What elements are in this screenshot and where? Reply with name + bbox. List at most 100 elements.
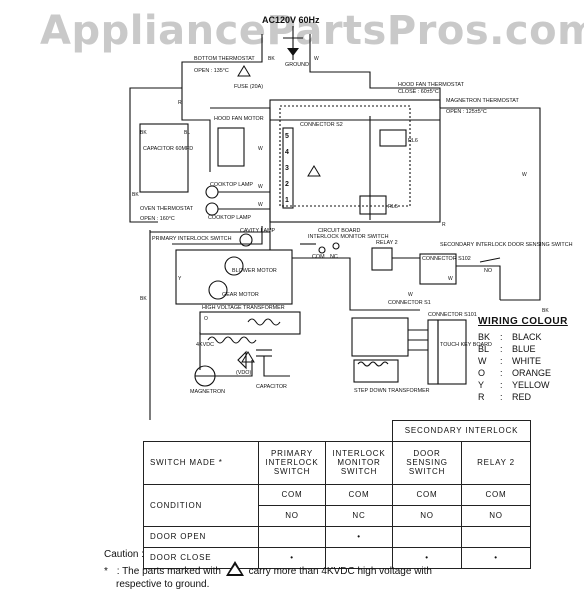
watermark: AppliancePartsPros.com [40, 8, 584, 54]
caution-note: Caution : * : The parts marked with carr… [104, 548, 432, 591]
cooktop-lamp-1-label: COOKTOP LAMP [210, 182, 253, 188]
no-label: NO [484, 268, 492, 274]
legend-colour: BLACK [512, 332, 542, 342]
state-mark [258, 525, 326, 548]
schematic-wires [129, 26, 541, 420]
relay-rl6-label: RL6 [408, 138, 418, 144]
nc-label: NC [330, 254, 338, 260]
legend-colour: WHITE [512, 356, 541, 366]
high-voltage-transformer-label: HIGH VOLTAGE TRANSFORMER [202, 305, 285, 311]
wire-code: BL [184, 130, 190, 136]
column-header: DOOR SENSING SWITCH [392, 440, 462, 485]
secondary-interlock-header: SECONDARY INTERLOCK [392, 420, 531, 442]
column-header: RELAY 2 [461, 440, 531, 485]
connector-s101-label: CONNECTOR S101 [428, 312, 477, 318]
legend-code: BL [478, 344, 490, 354]
contact-type: NO [392, 504, 462, 527]
contact-com: COM [258, 483, 326, 506]
voltage-4kvdc-label: 4KVDC [196, 342, 214, 348]
wire-code: W [408, 292, 413, 298]
legend-code: BK [478, 332, 491, 342]
terminal-1: 1 [285, 197, 289, 204]
legend-row: R:RED [478, 392, 532, 402]
column-header: INTERLOCK MONITOR SWITCH [325, 440, 393, 485]
legend-code: R [478, 392, 485, 402]
connector-s1-label: CONNECTOR S1 [388, 300, 431, 306]
bottom-thermostat-open-label: OPEN : 135°C [194, 68, 229, 74]
legend-code: W [478, 356, 487, 366]
wire-code: BK [140, 130, 147, 136]
caution-text-3: respective to ground. [116, 579, 210, 590]
terminal-4: 4 [285, 149, 289, 156]
legend-row: O:ORANGE [478, 368, 552, 378]
wire-code: R [442, 222, 446, 228]
wire-code: BK [132, 192, 139, 198]
terminal-2: 2 [285, 181, 289, 188]
magnetron-thermostat-open-label: OPEN : 125±5°C [446, 109, 487, 115]
contact-type: NO [258, 504, 326, 527]
wiring-colour-title: WIRING COLOUR [478, 316, 568, 327]
legend-row: BK:BLACK [478, 332, 542, 342]
contact-com: COM [325, 483, 393, 506]
wire-code: W [522, 172, 527, 178]
hood-fan-thermostat-label: HOOD FAN THERMOSTAT [398, 82, 465, 88]
fuse-label: FUSE (20A) [234, 84, 263, 90]
gear-motor-label: GEAR MOTOR [222, 292, 259, 298]
condition-label: CONDITION [143, 483, 259, 527]
hv-capacitor-label: CAPACITOR [256, 384, 287, 390]
state-mark: • [392, 546, 462, 569]
wire-code: BK [140, 296, 147, 302]
caution-title: Caution : [104, 549, 145, 560]
ground-label: GROUND [285, 62, 309, 68]
circuit-board-label: CIRCUIT BOARD [318, 228, 361, 234]
caution-text-2: carry more than 4KVDC high voltage with [248, 566, 432, 577]
relay-rl5-label: RL5 [388, 204, 398, 210]
cooktop-lamp-2-label: COOKTOP LAMP [208, 215, 251, 221]
hood-fan-thermostat-close-label: CLOSE : 60±5°C [398, 89, 439, 95]
wire-code: BK [268, 56, 275, 62]
step-down-transformer-label: STEP DOWN TRANSFORMER [354, 388, 430, 394]
legend-row: W:WHITE [478, 356, 541, 366]
wire-code: R [178, 100, 182, 106]
switch-made-label: SWITCH MADE * [143, 440, 259, 485]
legend-colour: BLUE [512, 344, 536, 354]
terminal-5: 5 [285, 133, 289, 140]
door-open-label: DOOR OPEN [143, 525, 259, 548]
wiring-colour-legend: WIRING COLOUR BK:BLACK BL:BLUE W:WHITE O… [478, 316, 568, 403]
hv-diode-label: (VDO) [236, 370, 251, 376]
magnetron-label: MAGNETRON [190, 389, 225, 395]
blower-motor-label: BLOWER MOTOR [232, 268, 277, 274]
legend-colour: YELLOW [512, 380, 550, 390]
wire-code: BK [542, 308, 549, 314]
ground-symbol [287, 48, 299, 56]
legend-row: Y:YELLOW [478, 380, 550, 390]
power-source-label: AC120V 60Hz [262, 15, 320, 25]
bottom-thermostat-label: BOTTOM THERMOSTAT [194, 56, 255, 62]
caution-text-1: : The parts marked with [116, 566, 221, 577]
state-mark: • [461, 546, 531, 569]
wiring-schematic: AC120V 60Hz GROUND BOTTOM THERMOSTAT OPE… [129, 15, 573, 420]
magnetron-thermostat-label: MAGNETRON THERMOSTAT [446, 98, 519, 104]
contact-type: NO [461, 504, 531, 527]
state-mark [461, 525, 531, 548]
legend-code: O [478, 368, 486, 378]
legend-code: Y [478, 380, 485, 390]
wire-code: O [204, 316, 208, 322]
oven-thermostat-open-label: OPEN : 160°C [140, 216, 175, 222]
contact-type: NC [325, 504, 393, 527]
wire-code: W [258, 184, 263, 190]
caution-bullet: * [104, 566, 108, 577]
interlock-monitor-switch-label: INTERLOCK MONITOR SWITCH [308, 234, 389, 240]
relay-2-label: RELAY 2 [376, 240, 398, 246]
table-spacer [144, 421, 393, 442]
hood-fan-motor-label: HOOD FAN MOTOR [214, 116, 264, 122]
legend-colour: ORANGE [512, 368, 552, 378]
legend-row: BL:BLUE [478, 344, 536, 354]
state-mark [392, 525, 462, 548]
wire-code: Y [178, 276, 182, 282]
wire-code: W [258, 202, 263, 208]
cavity-lamp-label: CAVITY LAMP [240, 228, 276, 234]
wire-code: W [448, 276, 453, 282]
terminal-3: 3 [285, 165, 289, 172]
touch-key-board-label: TOUCH KEY BOARD [440, 342, 492, 348]
